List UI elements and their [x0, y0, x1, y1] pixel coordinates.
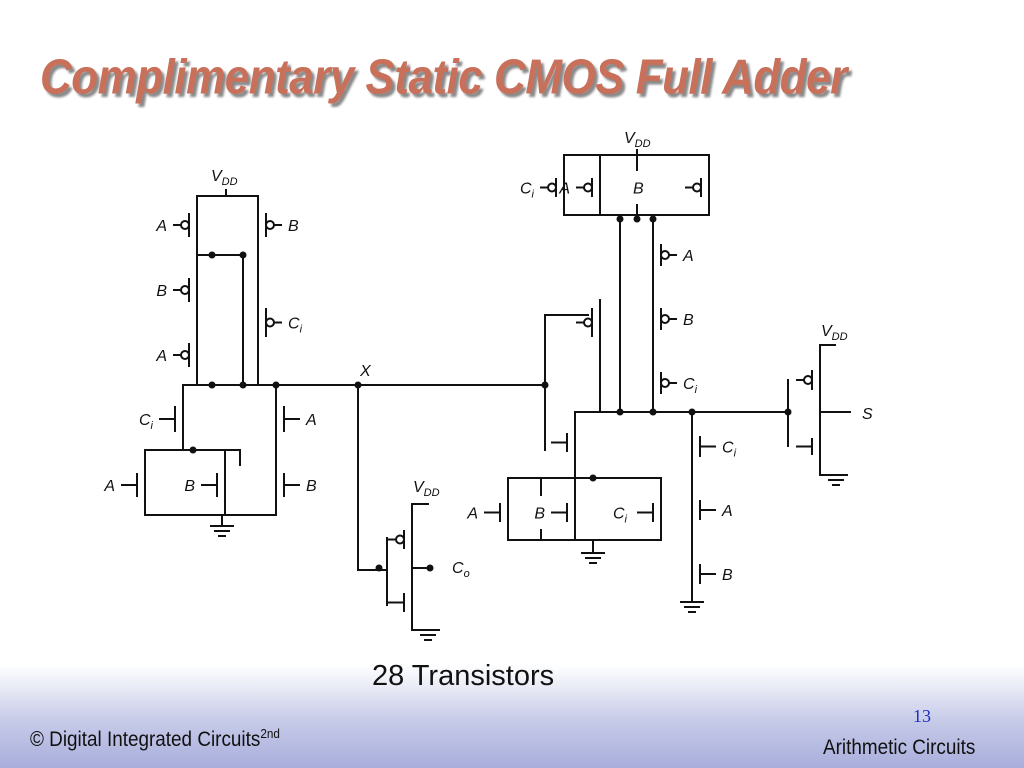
label-b: B [288, 218, 299, 235]
transistor-count-caption: 28 Transistors [372, 660, 555, 692]
nmos-right-x [551, 425, 576, 460]
label-co: Co [452, 560, 470, 580]
ground-symbol [824, 474, 848, 486]
label-x: X [359, 363, 372, 380]
nmos-left-b [201, 465, 226, 505]
nmos-right-a-chain [691, 492, 716, 528]
nmos-sum-inv [796, 430, 821, 463]
ground-symbol [581, 552, 605, 564]
label-a: A [103, 478, 115, 495]
label-b: B [306, 478, 317, 495]
nmos-right-b-chain [691, 556, 716, 592]
junction-dot [189, 446, 197, 454]
pmos-left-b [173, 270, 198, 310]
schematic-transistors [121, 170, 836, 631]
ground-symbol [416, 629, 440, 641]
footer-section: Arithmetic Circuits [823, 736, 976, 759]
junction-dot [649, 408, 657, 416]
junction-dot [616, 215, 624, 223]
junction-dot [208, 251, 216, 259]
schematic-wires [144, 149, 851, 631]
pmos-right-ci [540, 170, 565, 205]
label-vdd: VDD [821, 323, 848, 343]
label-b: B [534, 506, 545, 523]
pmos-left-ci [257, 300, 282, 345]
junction-dot [354, 381, 362, 389]
footer-band [0, 665, 1024, 768]
label-s: S [862, 406, 873, 423]
junction-dot [239, 381, 247, 389]
pmos-right-b [685, 170, 710, 205]
label-a: A [305, 412, 317, 429]
pmos-right-a [576, 170, 601, 205]
label-a: A [682, 248, 694, 265]
label-vdd: VDD [211, 168, 238, 188]
label-ci: Ci [520, 181, 535, 201]
junction-dot [616, 408, 624, 416]
ground-symbol [210, 525, 234, 537]
nmos-right-ci-chain [691, 428, 716, 465]
label-ci: Ci [613, 506, 628, 526]
label-b: B [156, 283, 167, 300]
slide-title: Complimentary Static CMOS Full Adder [40, 50, 847, 105]
pmos-left-b-top [257, 205, 282, 245]
label-ci: Ci [683, 376, 698, 396]
label-a: A [721, 503, 733, 520]
pmos-right-b-chain [652, 300, 677, 338]
junction-dot [272, 381, 280, 389]
ground-symbol [680, 601, 704, 613]
junction-dot [688, 408, 696, 416]
pmos-right-ci-chain [652, 364, 677, 402]
junction-dot [208, 381, 216, 389]
label-vdd: VDD [413, 479, 440, 499]
footer-edition: 2nd [260, 726, 280, 741]
schematic-junctions [189, 215, 792, 572]
junction-dot [633, 215, 641, 223]
pmos-right-x [576, 300, 601, 345]
footer-copyright: © Digital Integrated Circuits2nd [30, 726, 280, 752]
pmos-left-a-low [173, 335, 198, 375]
label-b: B [683, 312, 694, 329]
label-b: B [184, 478, 195, 495]
label-a: A [558, 181, 570, 198]
pmos-right-a-chain [652, 236, 677, 274]
nmos-right-ci [637, 495, 662, 530]
pmos-carry-inv [388, 522, 413, 557]
pmos-sum-inv [796, 362, 821, 398]
schematic-grounds [210, 474, 848, 641]
junction-dot [239, 251, 247, 259]
nmos-left-ci [159, 398, 184, 440]
nmos-left-a [121, 465, 146, 505]
pmos-left-a [173, 205, 198, 245]
label-ci: Ci [139, 412, 154, 432]
junction-dot [649, 215, 657, 223]
junction-dot [375, 564, 383, 572]
junction-dot [589, 474, 597, 482]
label-a: A [155, 348, 167, 365]
page-number: 13 [913, 706, 931, 726]
nmos-right-a [484, 495, 509, 530]
junction-dot [784, 408, 792, 416]
label-a: A [466, 506, 478, 523]
junction-dot [541, 381, 549, 389]
nmos-right-b [551, 495, 576, 530]
nmos-carry-inv [388, 585, 413, 620]
label-ci: Ci [722, 440, 737, 460]
nmos-left-b-right [275, 465, 300, 505]
junction-dot [426, 564, 434, 572]
label-ci: Ci [288, 316, 303, 336]
footer-copyright-text: © Digital Integrated Circuits [30, 728, 261, 751]
label-vdd: VDD [624, 130, 651, 150]
label-a: A [155, 218, 167, 235]
label-b: B [722, 567, 733, 584]
label-b: B [633, 181, 644, 198]
nmos-left-a-top [275, 398, 300, 440]
